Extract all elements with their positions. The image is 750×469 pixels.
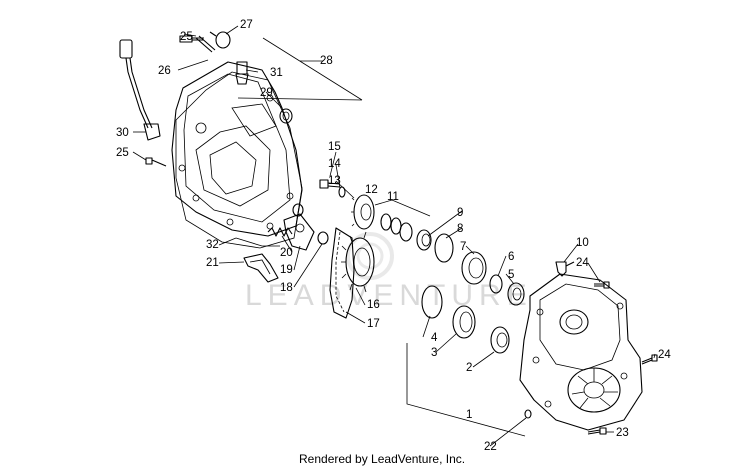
label-20: 20 [280, 247, 293, 259]
drive-chain-17 [329, 227, 355, 319]
label-12: 12 [365, 184, 378, 196]
label-1: 1 [466, 409, 472, 421]
watermark-text: LEADVENTURE [245, 279, 533, 312]
label-29: 29 [260, 87, 273, 99]
label-19: 19 [280, 264, 293, 276]
label-32: 32 [206, 239, 219, 251]
clip-27 [209, 31, 231, 49]
gear-13 [351, 194, 375, 230]
label-7: 7 [460, 241, 466, 253]
label-28: 28 [320, 55, 333, 67]
label-22: 22 [484, 441, 497, 453]
cover-assembly [171, 61, 303, 249]
rendered-by-credit: Rendered by LeadVenture, Inc. [299, 452, 465, 466]
bracket-1 [406, 343, 526, 437]
label-9: 9 [457, 207, 463, 219]
leader-lines [132, 25, 656, 447]
bearing-3 [452, 305, 476, 339]
seal-29 [279, 108, 293, 124]
chain-guide-21 [243, 253, 279, 283]
label-24-side: 24 [658, 349, 671, 361]
bearing-7 [461, 251, 487, 285]
sprocket-16 [341, 231, 375, 293]
spring-20 [267, 227, 293, 237]
o-ring-4 [421, 285, 443, 319]
label-5: 5 [508, 269, 514, 281]
label-6: 6 [508, 251, 514, 263]
gasket-edge [235, 237, 280, 247]
label-27: 27 [240, 19, 253, 31]
seal-2 [490, 326, 510, 354]
label-10: 10 [576, 237, 589, 249]
label-25-lower: 25 [116, 147, 129, 159]
label-2: 2 [466, 362, 472, 374]
label-11: 11 [387, 191, 399, 203]
label-26: 26 [158, 65, 171, 77]
label-17: 17 [367, 318, 380, 330]
bolt-24-right [594, 281, 610, 289]
label-14: 14 [328, 158, 341, 170]
fitting-10 [555, 261, 575, 277]
label-8: 8 [457, 223, 463, 235]
bearing-9 [416, 229, 432, 251]
rings-12 [380, 213, 413, 242]
plug-31 [235, 61, 249, 85]
bolt-25-lower [145, 157, 167, 167]
seal-6 [489, 274, 503, 294]
label-25-top: 25 [180, 31, 193, 43]
label-15: 15 [328, 141, 341, 153]
label-31: 31 [270, 67, 283, 79]
seal-5 [507, 282, 525, 306]
label-23: 23 [616, 427, 629, 439]
label-4: 4 [431, 332, 438, 344]
label-30: 30 [116, 127, 129, 139]
part-labels: 25 27 28 26 31 29 30 25 15 14 13 12 11 9… [116, 19, 671, 453]
tensioner-19 [283, 213, 315, 251]
label-16: 16 [367, 299, 380, 311]
bolt-15 [319, 179, 341, 189]
label-13: 13 [328, 175, 341, 187]
dowel-22 [524, 409, 532, 419]
bracket-11 [374, 199, 431, 217]
label-21: 21 [206, 257, 219, 269]
pin-26 [195, 35, 216, 53]
bracket-28 [237, 37, 363, 101]
ring-8 [434, 233, 454, 263]
housing-1 [519, 273, 643, 431]
bolt-23 [587, 427, 607, 435]
label-24-upper: 24 [576, 257, 589, 269]
dipstick [119, 39, 161, 141]
label-3: 3 [431, 347, 437, 359]
washer-18 [292, 203, 329, 245]
label-18: 18 [280, 282, 293, 294]
